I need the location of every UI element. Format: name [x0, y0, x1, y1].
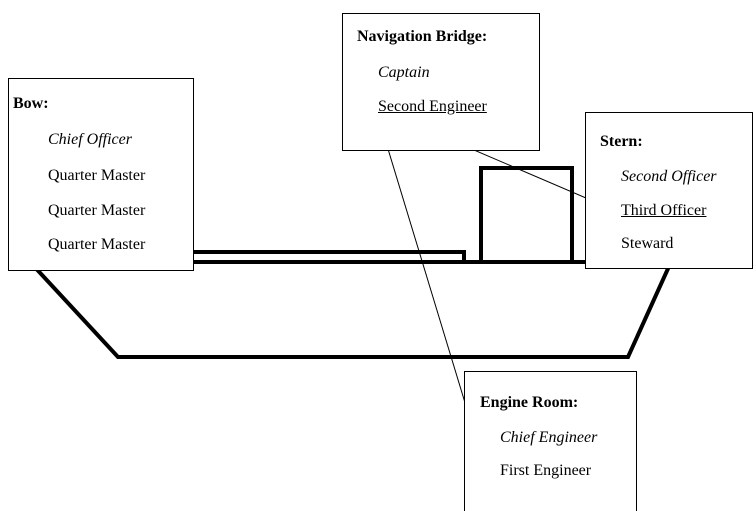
- stern-box: Stern: Second Officer Third Officer Stew…: [585, 112, 753, 269]
- bridge-title: Navigation Bridge:: [357, 28, 488, 45]
- bow-crew-quarter-master-1: Quarter Master: [48, 167, 146, 184]
- engine-crew-first-engineer: First Engineer: [500, 462, 592, 479]
- navigation-bridge-box: Navigation Bridge: Captain Second Engine…: [342, 13, 540, 151]
- stern-crew-third-officer: Third Officer: [621, 202, 707, 219]
- bridge-crew-captain: Captain: [378, 64, 430, 81]
- engine-crew-chief-engineer: Chief Engineer: [500, 429, 598, 446]
- bow-title: Bow:: [13, 95, 49, 112]
- bow-crew-chief-officer: Chief Officer: [48, 131, 132, 148]
- stern-title: Stern:: [600, 133, 643, 150]
- engine-room-box: Engine Room: Chief Engineer First Engine…: [464, 371, 637, 511]
- superstructure: [479, 166, 574, 262]
- bridge-crew-second-engineer: Second Engineer: [378, 98, 487, 115]
- ship-hull: [25, 260, 675, 359]
- stern-crew-steward: Steward: [621, 235, 674, 252]
- engine-room-title: Engine Room:: [480, 394, 579, 411]
- bow-crew-quarter-master-3: Quarter Master: [48, 236, 146, 253]
- bow-box: Bow: Chief Officer Quarter Master Quarte…: [8, 78, 194, 271]
- bow-crew-quarter-master-2: Quarter Master: [48, 202, 146, 219]
- stern-crew-second-officer: Second Officer: [621, 168, 717, 185]
